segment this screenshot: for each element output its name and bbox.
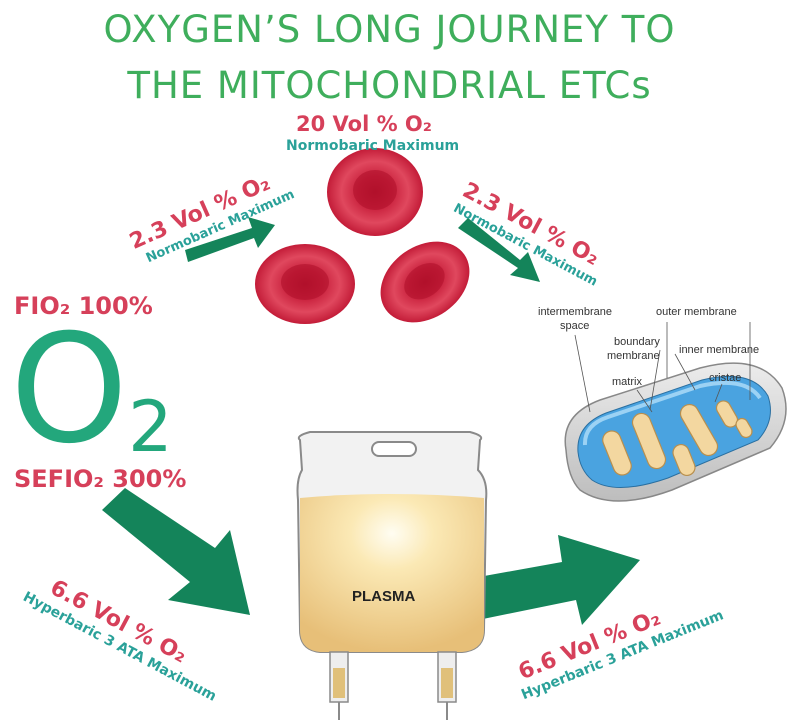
mito-label-boundary: boundary: [614, 336, 660, 348]
o2-letter: O: [10, 303, 129, 477]
plasma-bag: [296, 431, 488, 720]
title-line-1: OXYGEN’S LONG JOURNEY TO: [103, 8, 676, 51]
arrow-left-bottom-shape: [102, 488, 250, 615]
o2-subscript: 2: [128, 386, 173, 468]
mito-label-cristae: cristae: [709, 372, 742, 384]
arrow-right-bottom-shape: [462, 535, 640, 625]
mitochondrion-illustration: [564, 322, 787, 502]
arrow-right-top-shape: [458, 218, 540, 282]
sefio2-label: SEFIO₂ 300%: [14, 465, 187, 493]
rbc-top: [327, 148, 423, 236]
o2-symbol: O2: [10, 310, 173, 507]
fio2-label: FIO₂ 100%: [14, 292, 153, 320]
mito-label-membrane: membrane: [607, 350, 660, 362]
rbc-center-caption: Normobaric Maximum: [286, 138, 460, 154]
mito-label-inner-membrane: inner membrane: [679, 344, 760, 356]
arrow-left-top-shape: [185, 217, 275, 262]
rbc-center-value: 20 Vol % O₂: [296, 112, 432, 136]
rbc-right: [380, 241, 470, 323]
rbc-left: [255, 244, 355, 324]
plasma-label: PLASMA: [352, 588, 416, 605]
title-line-2: THE MITOCHONDRIAL ETCs: [127, 64, 652, 107]
mito-label-matrix: matrix: [612, 376, 642, 388]
mito-label-intermembrane: intermembrane: [538, 306, 612, 318]
mito-label-outer-membrane: outer membrane: [656, 306, 737, 318]
mito-label-space: space: [560, 320, 590, 332]
